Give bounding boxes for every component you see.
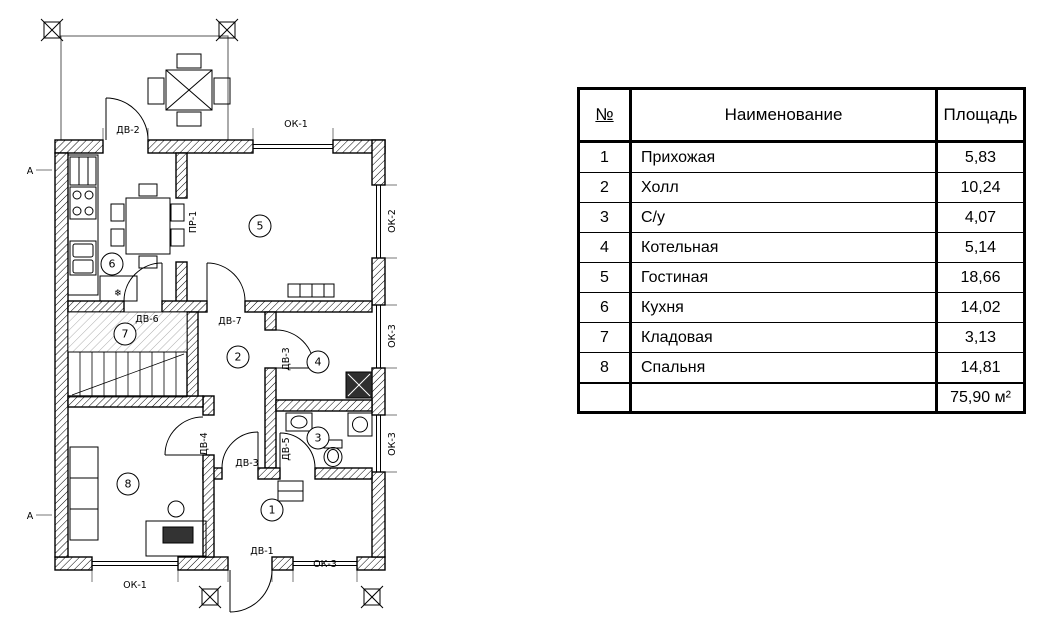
total-row: 75,90 м² — [578, 382, 1025, 413]
bathroom-fixtures — [285, 412, 373, 467]
cell-name: Прихожая — [629, 141, 937, 173]
plan-label: ДВ-5 — [281, 437, 292, 460]
total-area-cell: 75,90 м² — [935, 382, 1025, 413]
plan-label: ДВ-1 — [250, 546, 273, 557]
room-marker: 1 — [260, 498, 284, 522]
plan-label: ❄ — [114, 288, 122, 299]
plan-label: ОК-1 — [284, 119, 308, 130]
floor-plan: ДВ-2ОК-1ОК-2ПР-1ДВ-6ДВ-7ДВ-3ОК-3ДВ-4ДВ-5… — [27, 18, 398, 613]
axis-marker-icon — [40, 18, 64, 42]
boiler-fixtures — [345, 371, 373, 399]
cell-name: Кухня — [629, 292, 937, 323]
room-marker: 3 — [306, 426, 330, 450]
room-marker: 7 — [113, 322, 137, 346]
table-row: 1 Прихожая 5,83 — [579, 141, 1025, 173]
total-num-cell — [578, 382, 631, 413]
axis-markers — [40, 18, 384, 609]
cell-name: Гостиная — [629, 262, 937, 293]
svg-text:4: 4 — [315, 356, 322, 369]
svg-text:1: 1 — [269, 504, 276, 517]
cell-name: Котельная — [629, 232, 937, 263]
plan-label: ДВ-4 — [199, 432, 210, 455]
cell-area: 10,24 — [935, 172, 1025, 203]
cell-name: Кладовая — [629, 322, 937, 353]
room-marker: 5 — [248, 214, 272, 238]
room-marker: 8 — [116, 472, 140, 496]
plan-label: ДВ-6 — [135, 314, 158, 325]
cell-num: 5 — [578, 262, 631, 293]
cell-name: Холл — [629, 172, 937, 203]
plan-label: ОК-3 — [387, 432, 398, 456]
porch-furniture — [147, 53, 231, 127]
walls — [54, 139, 386, 571]
table-row: 2 Холл 10,24 — [578, 172, 1025, 203]
table-row: 4 Котельная 5,14 — [578, 232, 1025, 263]
cell-area: 5,14 — [935, 232, 1025, 263]
cell-num: 4 — [578, 232, 631, 263]
axis-marker-icon — [360, 585, 384, 609]
col-header-area: Площадь — [935, 88, 1025, 143]
plan-label: ОК-2 — [387, 209, 398, 233]
plan-label: ДВ-3 — [281, 347, 292, 370]
hallway-cabinet — [277, 480, 304, 502]
svg-text:3: 3 — [315, 432, 322, 445]
cell-num: 2 — [578, 172, 631, 203]
cell-area: 18,66 — [935, 262, 1025, 293]
cell-area: 5,83 — [935, 141, 1025, 173]
cell-num: 1 — [600, 148, 609, 166]
plan-label: А — [27, 166, 34, 177]
cell-name: Спальня — [629, 352, 937, 383]
doors — [105, 97, 316, 613]
area-table-body: 1 Прихожая 5,83 2 Холл 10,24 3 С/у 4,07 … — [578, 141, 1025, 383]
room-marker: 4 — [306, 350, 330, 374]
porch-outline — [60, 35, 229, 140]
table-row: 8 Спальня 14,81 — [578, 352, 1025, 383]
plan-label: ДВ-3 — [235, 458, 258, 469]
svg-text:7: 7 — [122, 328, 129, 341]
svg-text:2: 2 — [235, 351, 242, 364]
cell-num: 8 — [578, 352, 631, 383]
plan-label: ОК-3 — [387, 324, 398, 348]
num-header-label: № — [595, 105, 614, 124]
area-table: № Наименование Площадь 1 Прихожая 5,83 2… — [577, 87, 1026, 414]
table-row: 6 Кухня 14,02 — [578, 292, 1025, 323]
dining-set — [110, 183, 185, 269]
total-name-cell — [629, 382, 937, 413]
kitchen-fixtures — [67, 154, 138, 302]
axis-marker-icon — [215, 18, 239, 42]
cell-num: 3 — [578, 202, 631, 233]
room-markers: 5 6 7 2 4 3 1 8 — [100, 214, 330, 522]
plan-label: ДВ-2 — [116, 125, 139, 136]
room-marker: 2 — [226, 345, 250, 369]
svg-text:5: 5 — [257, 220, 264, 233]
axis-marker-icon — [198, 585, 222, 609]
cell-area: 14,81 — [935, 352, 1025, 383]
windows — [91, 140, 385, 570]
svg-text:8: 8 — [125, 478, 132, 491]
plan-label: ОК-3 — [313, 559, 337, 570]
table-row: 5 Гостиная 18,66 — [578, 262, 1025, 293]
plan-label: ПР-1 — [188, 211, 199, 233]
cell-name: С/у — [629, 202, 937, 233]
cell-area: 4,07 — [935, 202, 1025, 233]
cell-area: 3,13 — [935, 322, 1025, 353]
col-header-name: Наименование — [629, 88, 937, 143]
plan-label: ОК-1 — [123, 580, 147, 591]
plan-label: ДВ-7 — [218, 316, 241, 327]
table-row: 7 Кладовая 3,13 — [578, 322, 1025, 353]
plan-label: А — [27, 511, 34, 522]
cell-num: 6 — [578, 292, 631, 323]
fireplace — [287, 283, 335, 298]
col-header-num: № — [578, 88, 631, 143]
cell-area: 14,02 — [935, 292, 1025, 323]
table-header-row: № Наименование Площадь — [578, 88, 1025, 143]
bedroom-furniture — [69, 446, 207, 557]
room-marker: 6 — [100, 252, 124, 276]
svg-text:6: 6 — [109, 258, 116, 271]
table-row: 3 С/у 4,07 — [578, 202, 1025, 233]
dimension-ticks — [36, 128, 397, 582]
cell-num: 7 — [578, 322, 631, 353]
